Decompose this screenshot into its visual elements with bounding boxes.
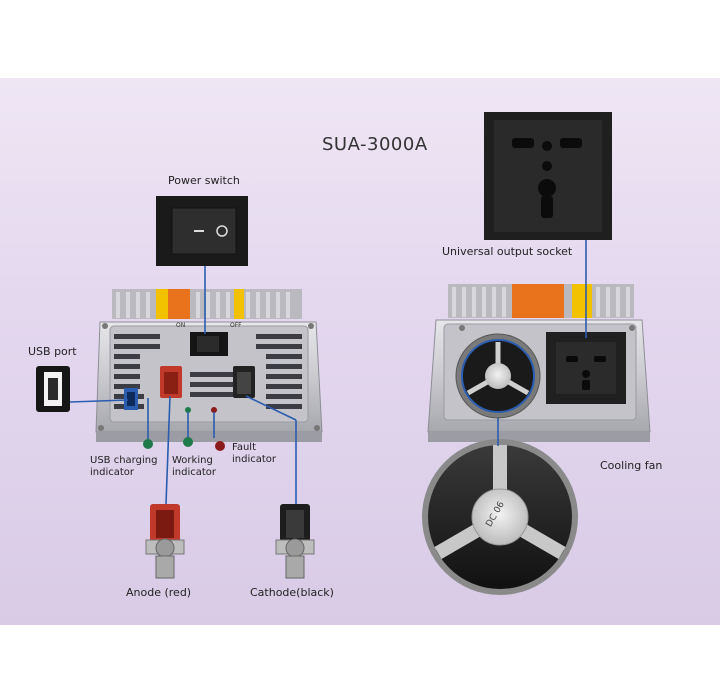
- model-title: SUA-3000A: [322, 134, 428, 155]
- usb-port-closeup: [36, 366, 70, 412]
- fault-indicator-label: Fault indicator: [232, 442, 277, 465]
- inverter-front-panel: ON OFF: [95, 289, 323, 442]
- cooling-fan-closeup: DC 06: [422, 439, 578, 595]
- cathode-terminal-closeup: [275, 504, 315, 579]
- usb-port-label: USB port: [28, 345, 77, 358]
- usb-charging-indicator-label: USB charging indicator: [90, 455, 158, 478]
- anode-label: Anode (red): [126, 586, 192, 599]
- panel-off-mark: OFF: [230, 322, 242, 329]
- cooling-fan-label: Cooling fan: [600, 459, 663, 472]
- working-indicator-label: Working indicator: [172, 455, 217, 478]
- universal-output-socket-label: Universal output socket: [442, 245, 573, 258]
- usb-charging-led: [143, 439, 153, 449]
- anode-terminal-closeup: [145, 504, 185, 579]
- working-led: [183, 437, 193, 447]
- power-switch-closeup: [156, 196, 248, 266]
- cathode-label: Cathode(black): [250, 586, 334, 599]
- panel-on-mark: ON: [176, 322, 185, 329]
- inverter-rear-panel: [427, 284, 651, 442]
- fault-led: [215, 441, 225, 451]
- power-switch-label: Power switch: [168, 174, 240, 187]
- callout-lines: [69, 240, 587, 505]
- universal-socket-closeup: [484, 112, 612, 240]
